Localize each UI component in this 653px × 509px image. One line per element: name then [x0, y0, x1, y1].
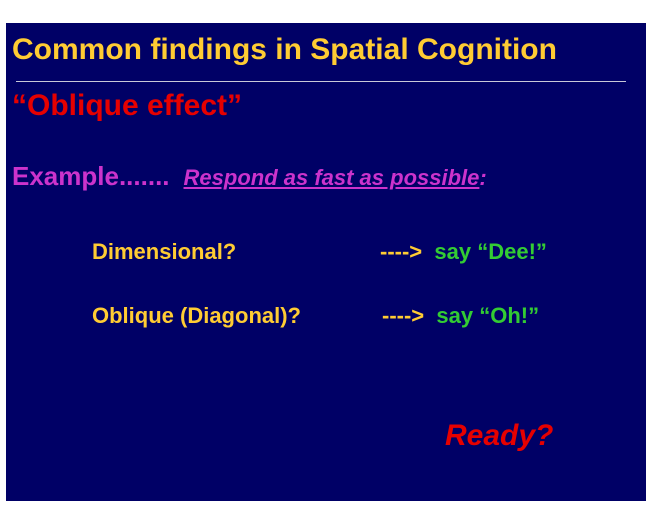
option-arrow: ----> — [382, 303, 425, 328]
option-response-dimensional: ----> say “Dee!” — [380, 239, 547, 265]
title-divider — [16, 81, 626, 82]
ready-prompt: Ready? — [445, 419, 554, 452]
instruction-colon: : — [479, 165, 487, 190]
example-row: Example....... Respond as fast as possibl… — [12, 161, 487, 192]
option-arrow: ----> — [380, 239, 423, 264]
option-response: say “Dee!” — [434, 239, 547, 264]
slide: Common findings in Spatial Cognition “Ob… — [6, 23, 646, 501]
option-label-oblique: Oblique (Diagonal)? — [92, 303, 301, 328]
instruction-text: Respond as fast as possible — [183, 165, 480, 190]
option-response: say “Oh!” — [436, 303, 540, 328]
slide-title: Common findings in Spatial Cognition — [12, 33, 557, 66]
option-response-oblique: ----> say “Oh!” — [382, 303, 539, 329]
slide-subtitle: “Oblique effect” — [12, 89, 243, 122]
example-label: Example....... — [12, 161, 170, 191]
option-label-dimensional: Dimensional? — [92, 239, 237, 264]
